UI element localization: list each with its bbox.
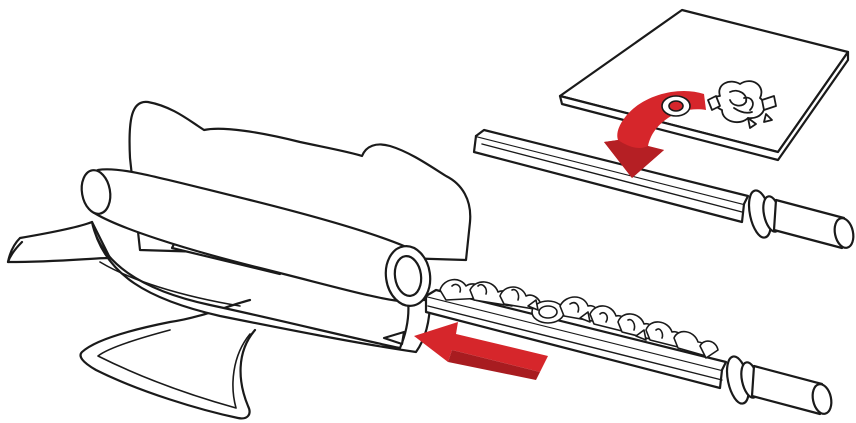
upper-tray-handle <box>745 188 856 249</box>
falling-food-piece <box>662 96 690 116</box>
solar-cooker <box>8 102 470 419</box>
cooker-reflector-left-wing <box>8 222 110 262</box>
lower-tray-handle <box>723 354 834 415</box>
upper-skewer-tray <box>474 130 856 250</box>
cutting-board <box>560 10 848 160</box>
